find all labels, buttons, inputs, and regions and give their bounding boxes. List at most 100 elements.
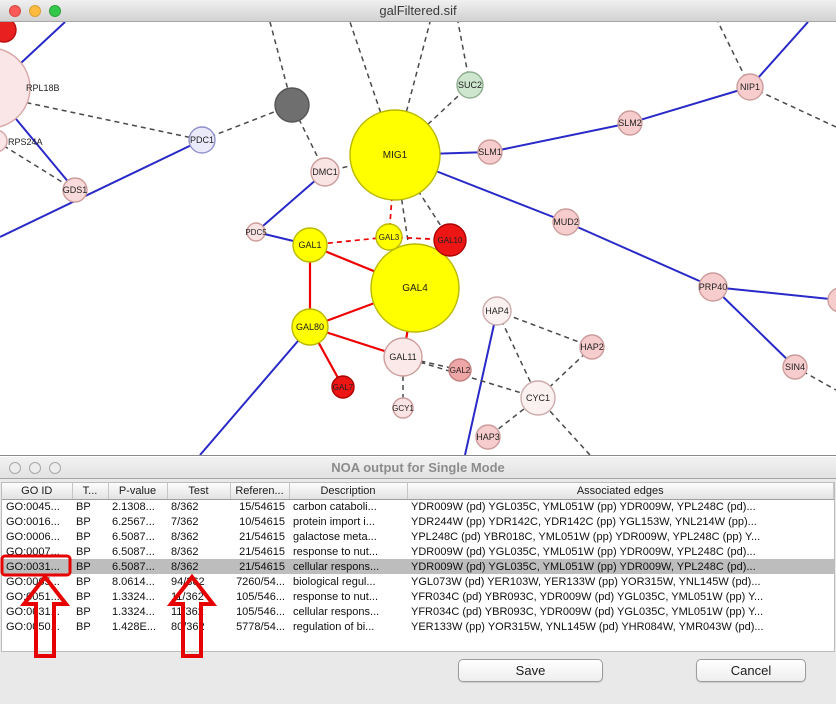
network-node-rps24a[interactable] xyxy=(0,130,7,152)
column-header-type[interactable]: T... xyxy=(72,483,108,499)
column-header-edges[interactable]: Associated edges xyxy=(407,483,834,499)
node-label-sin4: SIN4 xyxy=(785,362,805,372)
network-edge[interactable] xyxy=(713,287,795,367)
table-row[interactable]: GO:0045...BP2.1308...8/36215/54615carbon… xyxy=(2,499,834,514)
network-node-red-corner[interactable] xyxy=(0,22,16,42)
noa-output-window: NOA output for Single Mode GO IDT...P-va… xyxy=(0,457,836,704)
cell-test: 11/362 xyxy=(167,589,230,604)
node-label-gal1: GAL1 xyxy=(298,240,321,250)
node-label-pdc5: PDC5 xyxy=(245,228,267,237)
node-label-gal4: GAL4 xyxy=(402,283,428,294)
traffic-lights-inactive xyxy=(9,462,61,474)
cell-p_value: 8.0614... xyxy=(108,574,167,589)
node-label-mig1: MIG1 xyxy=(383,150,408,161)
cell-reference: 105/546... xyxy=(230,604,289,619)
table-row[interactable]: GO:0007...BP6.5087...8/36221/54615respon… xyxy=(2,544,834,559)
cell-reference: 5778/54... xyxy=(230,619,289,634)
noa-results-table-container: GO IDT...P-valueTestReferen...Descriptio… xyxy=(1,482,835,652)
cell-type: BP xyxy=(72,514,108,529)
cell-description: response to nut... xyxy=(289,589,407,604)
column-header-test[interactable]: Test xyxy=(167,483,230,499)
network-edge[interactable] xyxy=(750,87,836,127)
cell-edges: YDR009W (pd) YGL035C, YML051W (pp) YDR00… xyxy=(407,499,834,514)
minimize-icon[interactable] xyxy=(29,5,41,17)
zoom-icon[interactable] xyxy=(49,462,61,474)
network-edge[interactable] xyxy=(200,327,310,455)
network-edge[interactable] xyxy=(713,287,836,300)
node-label-gcy1: GCY1 xyxy=(392,404,414,413)
close-icon[interactable] xyxy=(9,462,21,474)
node-label-hap2: HAP2 xyxy=(580,342,604,352)
cell-test: 11/362 xyxy=(167,604,230,619)
cell-description: protein import i... xyxy=(289,514,407,529)
network-graph: PDC1GDS1MIG1SUC2SLM1SLM2NIP1DMC1PDC5GAL1… xyxy=(0,22,836,455)
network-edge[interactable] xyxy=(403,357,538,398)
cell-test: 8/362 xyxy=(167,529,230,544)
network-edge[interactable] xyxy=(566,222,713,287)
node-label-rps24a: RPS24A xyxy=(8,137,43,147)
cell-description: biological regul... xyxy=(289,574,407,589)
network-titlebar[interactable]: galFiltered.sif xyxy=(0,0,836,22)
table-row[interactable]: GO:0050...BP1.428E...80/3625778/54...reg… xyxy=(2,619,834,634)
network-edge[interactable] xyxy=(0,141,75,190)
traffic-lights xyxy=(9,5,61,17)
cell-edges: YDR009W (pd) YGL035C, YML051W (pp) YDR00… xyxy=(407,559,834,574)
table-row[interactable]: GO:0051...BP1.3324...11/362105/546...res… xyxy=(2,589,834,604)
noa-results-table: GO IDT...P-valueTestReferen...Descriptio… xyxy=(2,483,834,634)
cell-go_id: GO:0031... xyxy=(2,559,72,574)
cell-type: BP xyxy=(72,604,108,619)
column-header-go_id[interactable]: GO ID xyxy=(2,483,72,499)
cell-edges: YDR009W (pd) YGL035C, YML051W (pp) YDR00… xyxy=(407,544,834,559)
cell-p_value: 1.3324... xyxy=(108,604,167,619)
cell-reference: 7260/54... xyxy=(230,574,289,589)
cell-description: cellular respons... xyxy=(289,604,407,619)
column-header-reference[interactable]: Referen... xyxy=(230,483,289,499)
table-row[interactable]: GO:0031...BP6.5087...8/36221/54615cellul… xyxy=(2,559,834,574)
cell-go_id: GO:0045... xyxy=(2,499,72,514)
network-edge[interactable] xyxy=(0,140,202,237)
column-header-p_value[interactable]: P-value xyxy=(108,483,167,499)
cell-edges: YFR034C (pd) YBR093C, YDR009W (pd) YGL03… xyxy=(407,589,834,604)
network-edge[interactable] xyxy=(497,311,592,347)
noa-titlebar[interactable]: NOA output for Single Mode xyxy=(0,457,836,479)
table-row[interactable]: GO:0031...BP1.3324...11/362105/546...cel… xyxy=(2,604,834,619)
network-edge[interactable] xyxy=(630,87,750,123)
node-label-slm1: SLM1 xyxy=(478,147,502,157)
cell-reference: 21/54615 xyxy=(230,544,289,559)
node-label-pdc1: PDC1 xyxy=(190,135,214,145)
node-label-slm2: SLM2 xyxy=(618,118,642,128)
cell-go_id: GO:0016... xyxy=(2,514,72,529)
cell-edges: YGL073W (pd) YER103W, YER133W (pp) YOR31… xyxy=(407,574,834,589)
table-row[interactable]: GO:0006...BP6.5087...8/36221/54615galact… xyxy=(2,529,834,544)
cell-type: BP xyxy=(72,499,108,514)
node-label-dmc1: DMC1 xyxy=(312,167,338,177)
cell-reference: 21/54615 xyxy=(230,529,289,544)
table-row[interactable]: GO:0065...BP8.0614...94/3627260/54...bio… xyxy=(2,574,834,589)
cell-go_id: GO:0006... xyxy=(2,529,72,544)
minimize-icon[interactable] xyxy=(29,462,41,474)
cell-p_value: 1.428E... xyxy=(108,619,167,634)
network-edge[interactable] xyxy=(490,123,630,152)
cell-reference: 10/54615 xyxy=(230,514,289,529)
cell-go_id: GO:0031... xyxy=(2,604,72,619)
node-label-gal80: GAL80 xyxy=(296,322,324,332)
network-canvas[interactable]: PDC1GDS1MIG1SUC2SLM1SLM2NIP1DMC1PDC5GAL1… xyxy=(0,22,836,455)
cell-p_value: 6.5087... xyxy=(108,529,167,544)
node-label-hap4: HAP4 xyxy=(485,306,509,316)
zoom-icon[interactable] xyxy=(49,5,61,17)
cell-type: BP xyxy=(72,619,108,634)
cell-reference: 21/54615 xyxy=(230,559,289,574)
cell-p_value: 2.1308... xyxy=(108,499,167,514)
network-edge[interactable] xyxy=(0,97,202,140)
cancel-button[interactable]: Cancel xyxy=(696,659,806,682)
network-node-unknown-gray[interactable] xyxy=(275,88,309,122)
column-header-description[interactable]: Description xyxy=(289,483,407,499)
node-label-prp40: PRP40 xyxy=(699,282,728,292)
table-row[interactable]: GO:0016...BP6.2567...7/36210/54615protei… xyxy=(2,514,834,529)
save-button[interactable]: Save xyxy=(458,659,603,682)
cell-type: BP xyxy=(72,529,108,544)
cell-type: BP xyxy=(72,559,108,574)
network-node-edge-node-right[interactable] xyxy=(828,288,836,312)
close-icon[interactable] xyxy=(9,5,21,17)
node-label-gal2: GAL2 xyxy=(450,366,471,375)
